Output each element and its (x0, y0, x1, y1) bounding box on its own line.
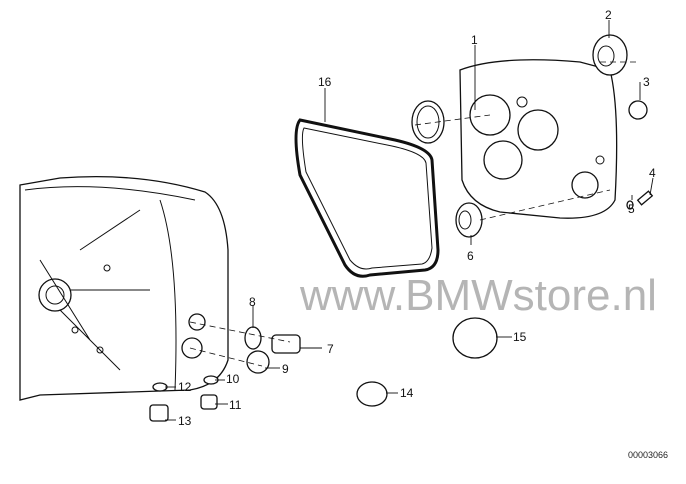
housing-cover-1 (459, 59, 618, 219)
callout-9: 9 (282, 362, 289, 376)
callout-16: 16 (318, 75, 332, 89)
seal-ring-8 (244, 326, 262, 350)
ring-12 (152, 382, 168, 392)
callout-2: 2 (605, 8, 612, 22)
callout-5: 5 (628, 202, 635, 216)
gearbox-housing (19, 175, 229, 401)
plug-3 (628, 100, 648, 120)
callout-14: 14 (400, 386, 414, 400)
callout-13: 13 (178, 414, 192, 428)
plug-11 (200, 394, 218, 410)
washer-5 (626, 200, 634, 210)
cap-14 (356, 381, 388, 407)
cap-15 (452, 317, 498, 359)
callout-10: 10 (226, 372, 240, 386)
diagram-number: 00003066 (627, 450, 668, 460)
leader-lines (165, 20, 654, 421)
shaft-seal-6 (455, 202, 483, 238)
watermark: www.BMWstore.nl (300, 271, 657, 320)
switch-13 (149, 404, 169, 422)
callout-1: 1 (471, 33, 478, 47)
callout-15: 15 (513, 330, 527, 344)
callout-12: 12 (178, 380, 192, 394)
shaft-seal-2 (592, 34, 628, 76)
callout-4: 4 (649, 166, 656, 180)
gasket-16 (294, 118, 440, 278)
callout-6: 6 (467, 249, 474, 263)
callout-7: 7 (327, 342, 334, 356)
seal-9 (246, 350, 270, 374)
callout-11: 11 (229, 398, 242, 412)
callout-3: 3 (643, 75, 650, 89)
screw-plug-7 (271, 334, 301, 354)
callout-8: 8 (249, 295, 256, 309)
